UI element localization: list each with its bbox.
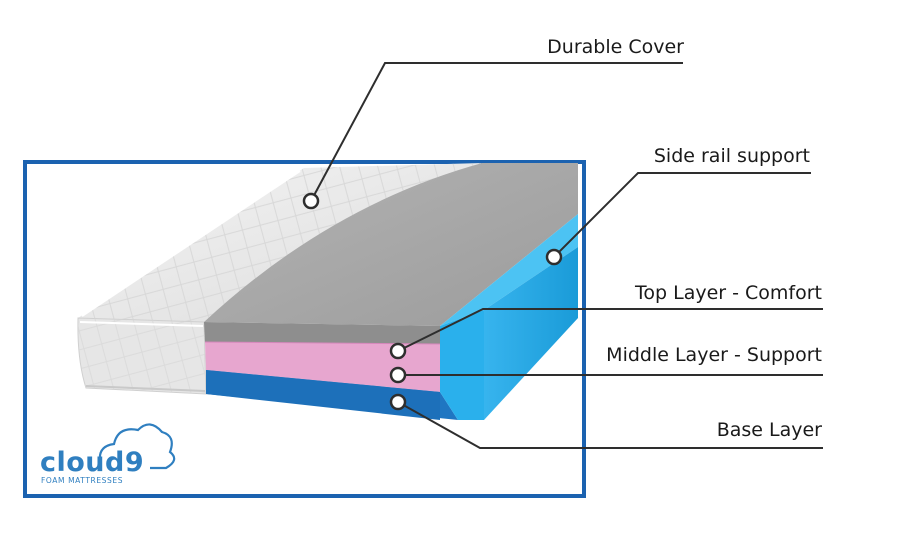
label-top-layer-comfort: Top Layer - Comfort (635, 282, 822, 304)
cloud-icon (98, 423, 176, 470)
dot-middle-layer (389, 366, 407, 384)
label-base-layer: Base Layer (716, 419, 822, 441)
logo-tagline: FOAM MATTRESSES (41, 476, 124, 485)
frame-border (23, 160, 586, 498)
leader-side-rail (553, 172, 811, 258)
label-durable-cover: Durable Cover (547, 36, 684, 58)
top-layer-front (204, 322, 440, 344)
dot-side-rail (545, 248, 563, 266)
leader-durable-cover (310, 62, 683, 202)
anchor-dots (302, 192, 563, 411)
label-middle-layer-support: Middle Layer - Support (606, 344, 822, 366)
middle-layer (205, 342, 440, 392)
label-side-rail-support: Side rail support (653, 145, 810, 167)
side-rail-front (440, 310, 484, 420)
leader-top-layer (397, 308, 823, 352)
dot-top-layer (389, 342, 407, 360)
leader-base-layer (397, 401, 823, 449)
leader-lines (310, 62, 823, 449)
dot-base-layer (389, 393, 407, 411)
side-rail-top (440, 214, 578, 326)
brand-logo: cloud9 (40, 447, 144, 478)
logo-word: cloud (40, 447, 125, 478)
logo-number: 9 (124, 447, 145, 478)
side-rail-side (484, 247, 578, 420)
dot-durable-cover (302, 192, 320, 210)
top-layer-surface (204, 163, 578, 326)
mattress-illustration (77, 163, 578, 420)
